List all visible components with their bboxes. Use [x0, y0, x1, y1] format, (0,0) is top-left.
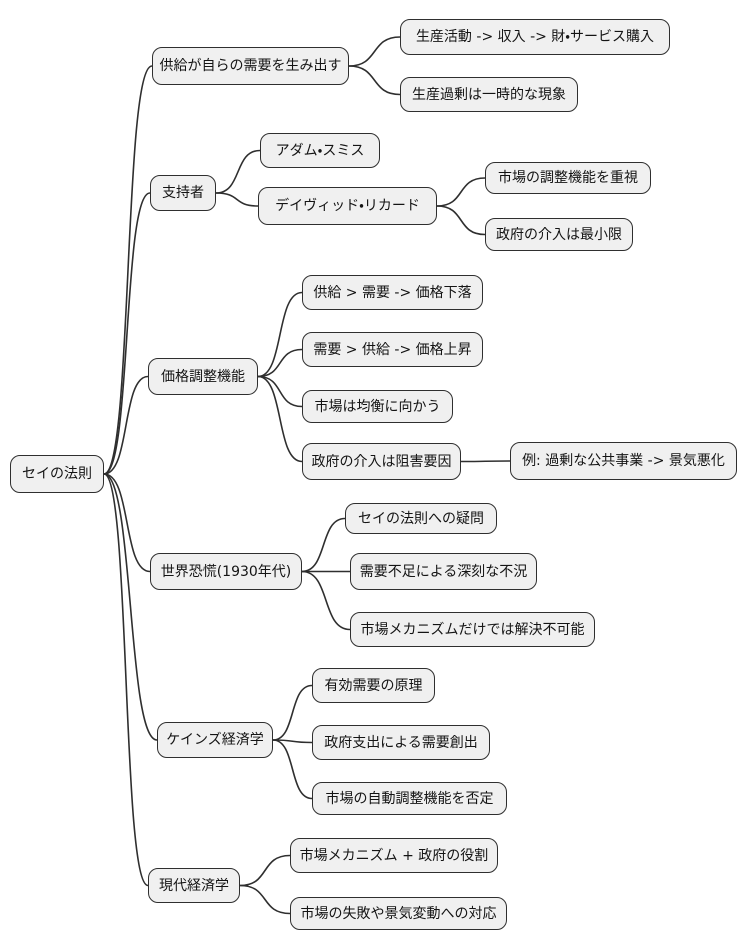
mindmap-node-n1: 供給が自らの需要を生み出す: [152, 47, 349, 85]
edge-n3-n3d: [257, 375, 303, 463]
mindmap-node-n3c: 市場は均衡に向かう: [302, 390, 453, 423]
edge-n3-n3c: [257, 375, 303, 408]
edge-root-n4: [103, 473, 151, 573]
mindmap-node-n4: 世界恐慌(1930年代): [150, 553, 302, 590]
mindmap-node-n3d1: 例: 過剰な公共事業 -> 景気悪化: [510, 442, 737, 480]
edge-n4-n4a: [301, 517, 346, 573]
edge-root-n5: [103, 473, 158, 741]
mindmap-node-n2b1: 市場の調整機能を重視: [485, 162, 651, 194]
edge-n4-n4c: [301, 570, 351, 631]
edge-n3-n3a: [257, 291, 303, 378]
edge-n2b-n2b1: [436, 177, 486, 207]
edge-root-n1: [103, 65, 153, 475]
mindmap-node-n4b: 需要不足による深刻な不況: [350, 553, 537, 590]
mindmap-node-n6b: 市場の失敗や景気変動への対応: [290, 897, 507, 930]
mindmap-node-root: セイの法則: [10, 455, 104, 493]
mindmap-node-n1b: 生産過剰は一時的な現象: [400, 77, 578, 112]
edge-n3d-n3d1: [460, 460, 511, 463]
mindmap-node-n6a: 市場メカニズム + 政府の役割: [290, 838, 498, 873]
mindmap-node-n2a: アダム・スミス: [260, 133, 380, 168]
edge-n5-n5b: [272, 739, 313, 744]
mindmap-node-n3a: 供給 > 需要 -> 価格下落: [302, 275, 483, 310]
mindmap-node-n3b: 需要 > 供給 -> 価格上昇: [302, 332, 483, 367]
edge-n6-n6b: [239, 884, 291, 915]
mindmap-node-n2: 支持者: [150, 175, 216, 211]
edge-root-n3: [103, 375, 149, 475]
edge-n1-n1b: [348, 65, 401, 96]
edge-n2-n2a: [215, 149, 261, 194]
mindmap-node-n4c: 市場メカニズムだけでは解決不可能: [350, 612, 595, 647]
edge-n5-n5a: [272, 684, 313, 741]
mindmap-node-n5: ケインズ経済学: [157, 722, 273, 758]
mindmap-node-n1a: 生産活動 -> 収入 -> 財・サービス購入: [400, 19, 670, 55]
mindmap-node-n2b: デイヴィッド・リカード: [258, 187, 437, 225]
edge-n5-n5c: [272, 739, 313, 800]
edge-n1-n1a: [348, 36, 401, 67]
edge-n6-n6a: [239, 854, 291, 887]
mindmap-node-n5b: 政府支出による需要創出: [312, 725, 490, 760]
mindmap-node-n5c: 市場の自動調整機能を否定: [312, 782, 507, 815]
mindmap-node-n6: 現代経済学: [148, 868, 240, 903]
edge-root-n2: [103, 192, 151, 475]
mindmap-node-n3d: 政府の介入は阻害要因: [302, 443, 461, 480]
mindmap-node-n4a: セイの法則への疑問: [345, 503, 497, 534]
edge-n2b-n2b2: [436, 205, 486, 236]
edge-n3-n3b: [257, 348, 303, 378]
mindmap-node-n5a: 有効需要の原理: [312, 668, 435, 703]
mindmap-node-n3: 価格調整機能: [148, 358, 258, 395]
mindmap-node-n2b2: 政府の介入は最小限: [485, 218, 633, 251]
edge-n2-n2b: [215, 192, 259, 207]
edge-root-n6: [103, 473, 149, 887]
